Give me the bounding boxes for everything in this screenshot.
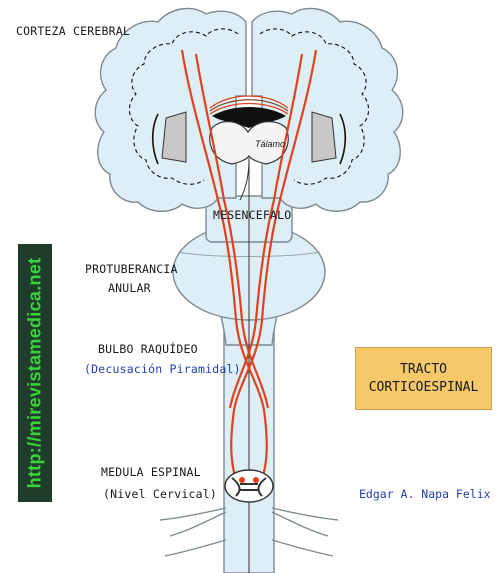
label-spinal-cord: MEDULA ESPINAL: [101, 465, 201, 479]
label-medulla: BULBO RAQUÍDEO: [98, 342, 198, 356]
label-pons-1: PROTUBERANCIA: [85, 262, 178, 276]
label-cortex: CORTEZA CEREBRAL: [16, 24, 130, 38]
right-hemisphere: [252, 8, 403, 211]
label-thalamus: Tálamo: [255, 139, 285, 149]
left-hemisphere: [95, 8, 246, 211]
title-box: TRACTO CORTICOESPINAL: [355, 347, 492, 410]
label-midbrain: MESENCEFALO: [213, 208, 291, 222]
title-line-2: CORTICOESPINAL: [369, 379, 479, 397]
left-basal-nucleus: [162, 112, 186, 162]
label-pons-2: ANULAR: [108, 281, 151, 295]
author-credit: Edgar A. Napa Felix: [359, 487, 491, 501]
label-cervical: (Nivel Cervical): [103, 487, 217, 501]
watermark-url: http://mirevistamedica.net: [25, 258, 46, 489]
title-line-1: TRACTO: [400, 361, 447, 379]
spinal-cross-section: [225, 470, 273, 502]
label-decussation: (Decusación Piramidal): [84, 362, 241, 376]
right-basal-nucleus: [312, 112, 336, 162]
